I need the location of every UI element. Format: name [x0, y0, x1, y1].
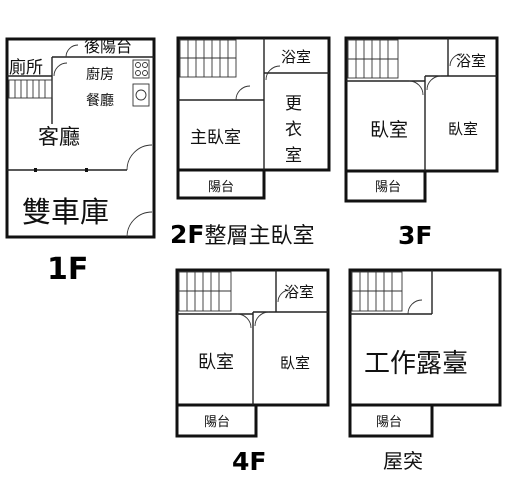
1f-toilet-label: 廁所 — [9, 57, 43, 78]
3f-bedroom-right-label: 臥室 — [448, 120, 478, 138]
2f-closet-label-1: 更 — [285, 94, 302, 114]
3f-door-swing — [426, 75, 442, 91]
floor-2f-number: 2F — [170, 220, 204, 249]
4f-bath-label: 浴室 — [284, 283, 314, 301]
floor-2f-plan: 浴室 主臥室 更 衣 室 陽台 — [176, 36, 331, 200]
1f-stairs — [8, 79, 53, 99]
2f-closet-label-3: 室 — [285, 146, 302, 166]
floor-4f-title: 4F — [232, 447, 266, 476]
4f-door-swing — [277, 289, 291, 303]
roof-stairs — [351, 271, 403, 312]
roof-balcony-label: 陽台 — [376, 415, 402, 430]
3f-stairs — [347, 39, 399, 79]
4f-bedroom-right-label: 臥室 — [280, 354, 310, 372]
1f-garage-label: 雙車庫 — [22, 195, 109, 229]
3f-door-swing — [408, 80, 424, 96]
floor-roof-plan: 工作露臺 陽台 — [348, 268, 502, 438]
2f-closet-label-2: 衣 — [285, 120, 302, 140]
floor-2f-title: 2F整層主臥室 — [170, 220, 315, 249]
floor-3f-plan: 浴室 臥室 臥室 陽台 — [344, 36, 499, 203]
4f-balcony-wall — [175, 403, 258, 438]
roof-balcony-wall — [348, 403, 434, 438]
1f-door-swing — [53, 62, 68, 77]
4f-door-swing — [254, 311, 270, 327]
floor-1f-title: 1F — [47, 252, 88, 287]
1f-outer-wall — [5, 37, 156, 239]
floor-2f-caption: 整層主臥室 — [204, 224, 314, 249]
1f-door-swing — [126, 211, 153, 238]
1f-stove — [132, 59, 150, 79]
floor-4f-plan: 浴室 臥室 臥室 陽台 — [175, 268, 330, 438]
3f-bedroom-left-label: 臥室 — [370, 119, 408, 141]
roof-outer-wall — [348, 268, 502, 407]
2f-master-label: 主臥室 — [190, 128, 241, 148]
3f-bath-label: 浴室 — [456, 52, 486, 70]
4f-stairs — [178, 271, 232, 312]
2f-door-swing — [235, 85, 251, 101]
4f-bedroom-left-label: 臥室 — [198, 352, 234, 373]
floor-roof-title: 屋突 — [383, 449, 423, 473]
2f-door-swing — [265, 65, 281, 81]
1f-dining-label: 餐廳 — [86, 92, 114, 109]
2f-bath-label: 浴室 — [281, 48, 311, 66]
4f-door-swing — [236, 313, 252, 329]
2f-balcony-wall — [176, 168, 266, 200]
4f-balcony-label: 陽台 — [204, 415, 230, 430]
floor-1f-plan: 後陽台 廁所 廚房 餐廳 客廳 雙車庫 — [5, 37, 156, 239]
3f-balcony-label: 陽台 — [375, 180, 401, 195]
1f-kitchen-label: 廚房 — [86, 66, 114, 83]
1f-door-swing — [65, 44, 79, 58]
1f-living-label: 客廳 — [38, 125, 80, 149]
1f-rear-balcony-label: 後陽台 — [84, 37, 132, 56]
1f-sink — [132, 83, 150, 107]
3f-door-swing — [449, 53, 463, 67]
1f-door-swing — [126, 144, 153, 171]
roof-terrace-label: 工作露臺 — [364, 349, 468, 379]
roof-door-swing — [407, 299, 423, 315]
3f-balcony-wall — [344, 169, 427, 203]
2f-stairs — [179, 39, 237, 78]
floor-3f-title: 3F — [398, 221, 432, 250]
2f-balcony-label: 陽台 — [208, 180, 234, 195]
